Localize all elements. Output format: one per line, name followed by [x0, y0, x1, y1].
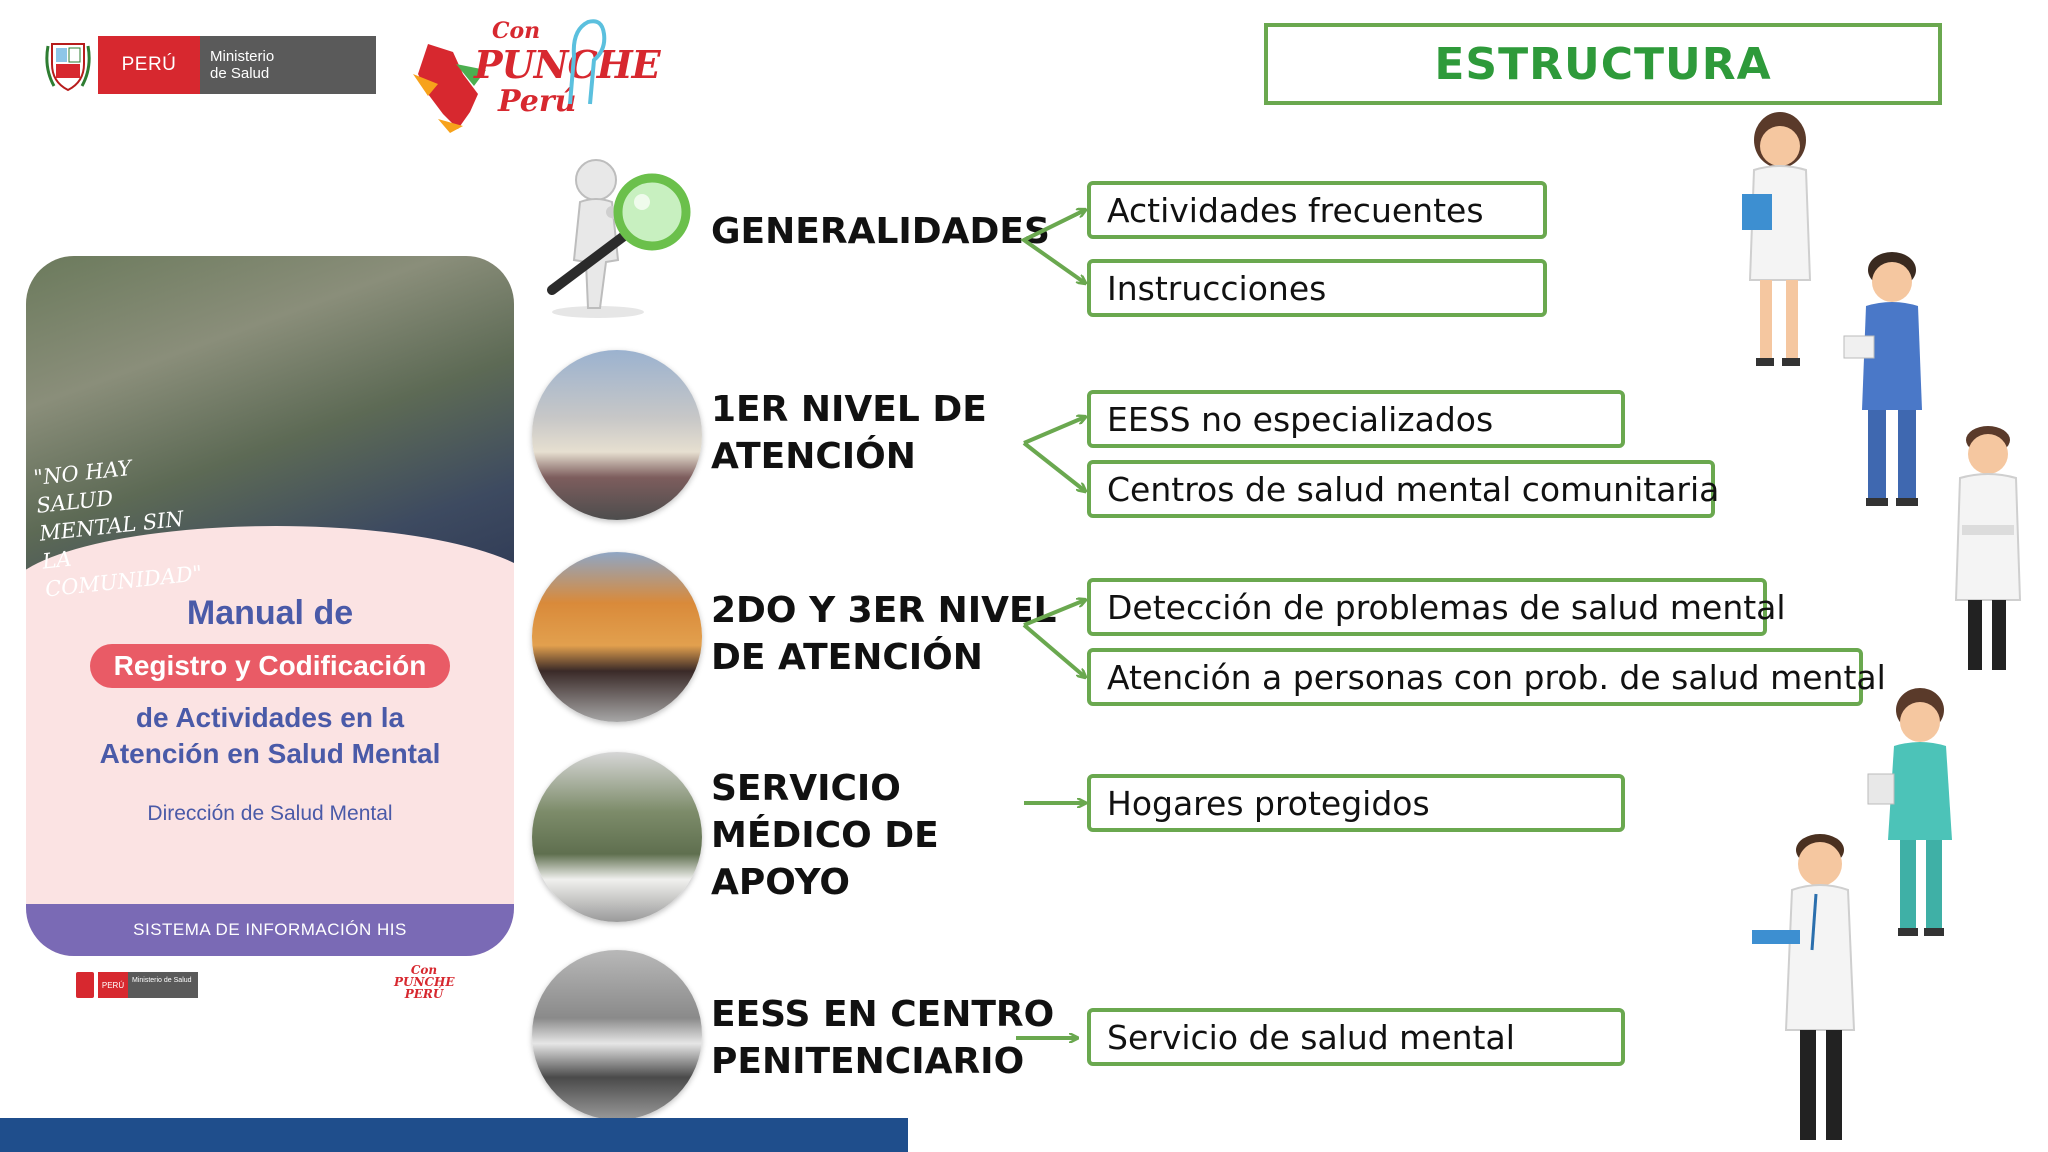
- bottom-accent-bar: [0, 1118, 908, 1152]
- section-3-line3: APOYO: [711, 862, 850, 903]
- footer-punche-line2: PUNCHE: [394, 975, 455, 989]
- manual-title-highlight: Registro y Codificación: [90, 644, 450, 688]
- manual-cover-card: "NO HAY SALUD MENTAL SIN LA COMUNIDAD" M…: [26, 256, 514, 956]
- section-4-line1: EESS EN CENTRO: [711, 994, 1055, 1035]
- section-label-primer-nivel: 1ER NIVEL DE ATENCIÓN: [711, 386, 987, 480]
- second-third-level-facility-photo: [532, 552, 702, 722]
- footer-shield-icon: [76, 972, 94, 998]
- item-box-deteccion-problemas: Detección de problemas de salud mental: [1087, 578, 1786, 636]
- section-label-segundo-tercer-nivel: 2DO Y 3ER NIVEL DE ATENCIÓN: [711, 587, 1056, 681]
- punche-con-text: Con: [492, 18, 541, 44]
- manual-title-line3: de Actividades en la: [135, 702, 405, 733]
- punche-peru-text: Perú: [498, 84, 577, 119]
- manual-cover-quote: "NO HAY SALUD MENTAL SIN LA COMUNIDAD": [32, 448, 203, 602]
- doctor-figure-5: [1752, 834, 1856, 1140]
- manual-cover: "NO HAY SALUD MENTAL SIN LA COMUNIDAD" M…: [26, 256, 514, 1000]
- minsa-ministry-line1: Ministerio: [210, 48, 275, 65]
- section-label-penitenciario: EESS EN CENTRO PENITENCIARIO: [711, 991, 1054, 1085]
- item-box-atencion-personas: Atención a personas con prob. de salud m…: [1087, 648, 1886, 706]
- item-box-centros-salud-mental: Centros de salud mental comunitaria: [1087, 460, 1719, 518]
- section-label-generalidades: GENERALIDADES: [711, 208, 1050, 255]
- manual-department: Dirección de Salud Mental: [147, 802, 393, 825]
- minsa-logo: PERÚ Ministerio de Salud: [44, 34, 376, 96]
- section-3-line1: SERVICIO: [711, 768, 901, 809]
- section-1-line2: ATENCIÓN: [711, 436, 916, 477]
- minsa-ministry-line2: de Salud: [210, 65, 270, 82]
- item-box-eess-no-especializados: EESS no especializados: [1087, 390, 1625, 448]
- section-1-line1: 1ER NIVEL DE: [711, 389, 987, 430]
- minsa-country-label: PERÚ: [98, 36, 200, 94]
- footer-ministry: Ministerio de Salud: [128, 972, 198, 998]
- doctor-figure-3: [1954, 426, 2022, 670]
- footer-punche-line1: Con: [410, 963, 438, 977]
- doctor-figure-1: [1742, 112, 1812, 366]
- footer-country: PERÚ: [98, 972, 128, 998]
- manual-cover-wave: [26, 526, 514, 666]
- section-3-line2: MÉDICO DE: [711, 815, 939, 856]
- medical-staff-illustration-icon: [1742, 112, 2022, 1140]
- item-box-hogares-protegidos: Hogares protegidos: [1087, 774, 1625, 832]
- doctor-figure-4: [1867, 688, 1952, 936]
- structure-title-box: ESTRUCTURA: [1264, 23, 1942, 105]
- punche-word-text: PUNCHE: [474, 42, 661, 87]
- support-service-facility-photo: [532, 752, 702, 922]
- item-box-servicio-salud-mental: Servicio de salud mental: [1087, 1008, 1625, 1066]
- doctor-figure-2: [1843, 252, 1922, 506]
- manual-footer-punche-logo: Con PUNCHE PERÚ: [394, 963, 455, 1004]
- footer-punche-line3: PERÚ: [404, 987, 444, 1001]
- manual-title-rest: de Actividades en la Atención en Salud M…: [26, 700, 514, 772]
- section-0-line1: GENERALIDADES: [711, 211, 1050, 252]
- penitentiary-facility-photo: [532, 950, 702, 1120]
- item-box-instrucciones: Instrucciones: [1087, 259, 1547, 317]
- manual-footer-minsa-logo: PERÚ Ministerio de Salud: [76, 972, 198, 998]
- minsa-ministry-label: Ministerio de Salud: [200, 36, 376, 94]
- peru-coat-of-arms-icon: [45, 43, 91, 92]
- first-level-facility-photo: [532, 350, 702, 520]
- section-label-servicio-medico: SERVICIO MÉDICO DE APOYO: [711, 765, 939, 906]
- manual-title-line1: Manual de: [186, 594, 354, 632]
- structure-title: ESTRUCTURA: [1434, 38, 1772, 90]
- magnifying-glass-figure-icon: [547, 159, 691, 318]
- section-4-line2: PENITENCIARIO: [711, 1041, 1025, 1082]
- connector-primer-nivel: [1022, 417, 1085, 491]
- manual-title-line4: Atención en Salud Mental: [99, 738, 441, 769]
- flexed-arm-icon: [568, 19, 607, 105]
- con-punche-peru-logo: Con PUNCHE Perú: [408, 14, 661, 134]
- section-2-line2: DE ATENCIÓN: [711, 637, 983, 678]
- peru-map-icon: [413, 44, 486, 133]
- section-2-line1: 2DO Y 3ER NIVEL: [711, 590, 1057, 631]
- manual-system-bar: SISTEMA DE INFORMACIÓN HIS: [26, 904, 514, 956]
- item-box-actividades-frecuentes: Actividades frecuentes: [1087, 181, 1547, 239]
